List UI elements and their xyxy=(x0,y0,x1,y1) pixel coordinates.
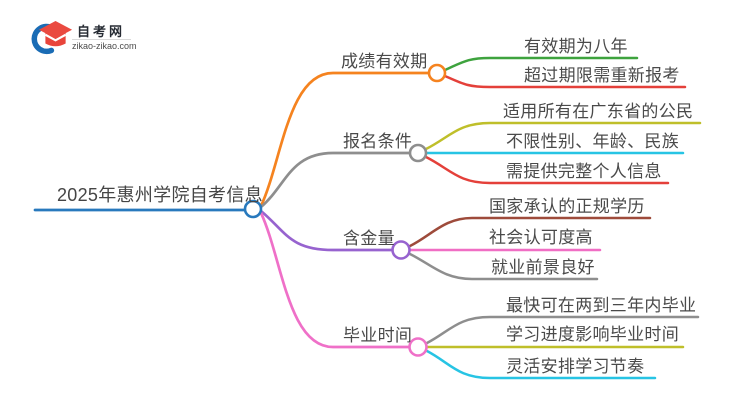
edge-leaf-flexible-pace xyxy=(425,349,657,380)
leaf-label-reapply: 超过期限需重新报考 xyxy=(524,66,680,85)
logo-divider xyxy=(72,39,131,40)
leaf-label-eight-years: 有效期为八年 xyxy=(524,37,628,56)
logo-site-name: 自考网 xyxy=(77,24,126,39)
branch-label-requirements: 报名条件 xyxy=(343,132,413,151)
leaf-label-flexible-pace: 灵活安排学习节奏 xyxy=(506,357,645,376)
root-node-label: 2025年惠州学院自考信息 xyxy=(57,185,263,205)
branch-circle-requirements xyxy=(408,143,428,163)
branch-circle-value xyxy=(391,240,411,260)
edge-branch-validity xyxy=(259,71,431,208)
site-logo: 自考网 zikao-zikao.com xyxy=(25,12,155,64)
leaf-label-job-prospects: 就业前景良好 xyxy=(491,258,595,277)
leaf-label-social-recognition: 社会认可度高 xyxy=(489,228,593,247)
leaf-label-two-three-years: 最快可在两到三年内毕业 xyxy=(506,296,697,315)
leaf-label-progress-affects: 学习进度影响毕业时间 xyxy=(506,325,679,344)
edge-branch-graduation xyxy=(259,211,412,349)
branch-label-validity: 成绩有效期 xyxy=(341,52,428,71)
graduation-cap-icon xyxy=(31,20,73,55)
branch-circle-graduation xyxy=(408,337,428,357)
edge-leaf-full-info xyxy=(424,155,670,185)
leaf-label-no-limits: 不限性别、年龄、民族 xyxy=(506,132,679,151)
branch-label-value: 含金量 xyxy=(343,229,395,248)
edge-leaf-state-recognized xyxy=(408,216,652,248)
branch-circle-validity xyxy=(427,63,447,83)
leaf-label-state-recognized: 国家承认的正规学历 xyxy=(489,197,645,216)
branch-label-graduation: 毕业时间 xyxy=(343,326,413,345)
leaf-label-guangdong-citizens: 适用所有在广东省的公民 xyxy=(503,102,694,121)
leaf-label-full-info: 需提供完整个人信息 xyxy=(506,162,662,181)
edge-branch-value xyxy=(259,209,394,252)
edge-leaf-reapply xyxy=(443,74,687,89)
edge-leaf-eight-years xyxy=(443,56,639,72)
logo-site-domain: zikao-zikao.com xyxy=(72,41,137,51)
edge-branch-requirements xyxy=(259,151,412,209)
root-node-circle xyxy=(243,199,263,219)
edge-leaf-guangdong-citizens xyxy=(424,121,702,151)
edge-leaf-two-three-years xyxy=(425,315,700,345)
edge-leaf-job-prospects xyxy=(408,252,599,281)
